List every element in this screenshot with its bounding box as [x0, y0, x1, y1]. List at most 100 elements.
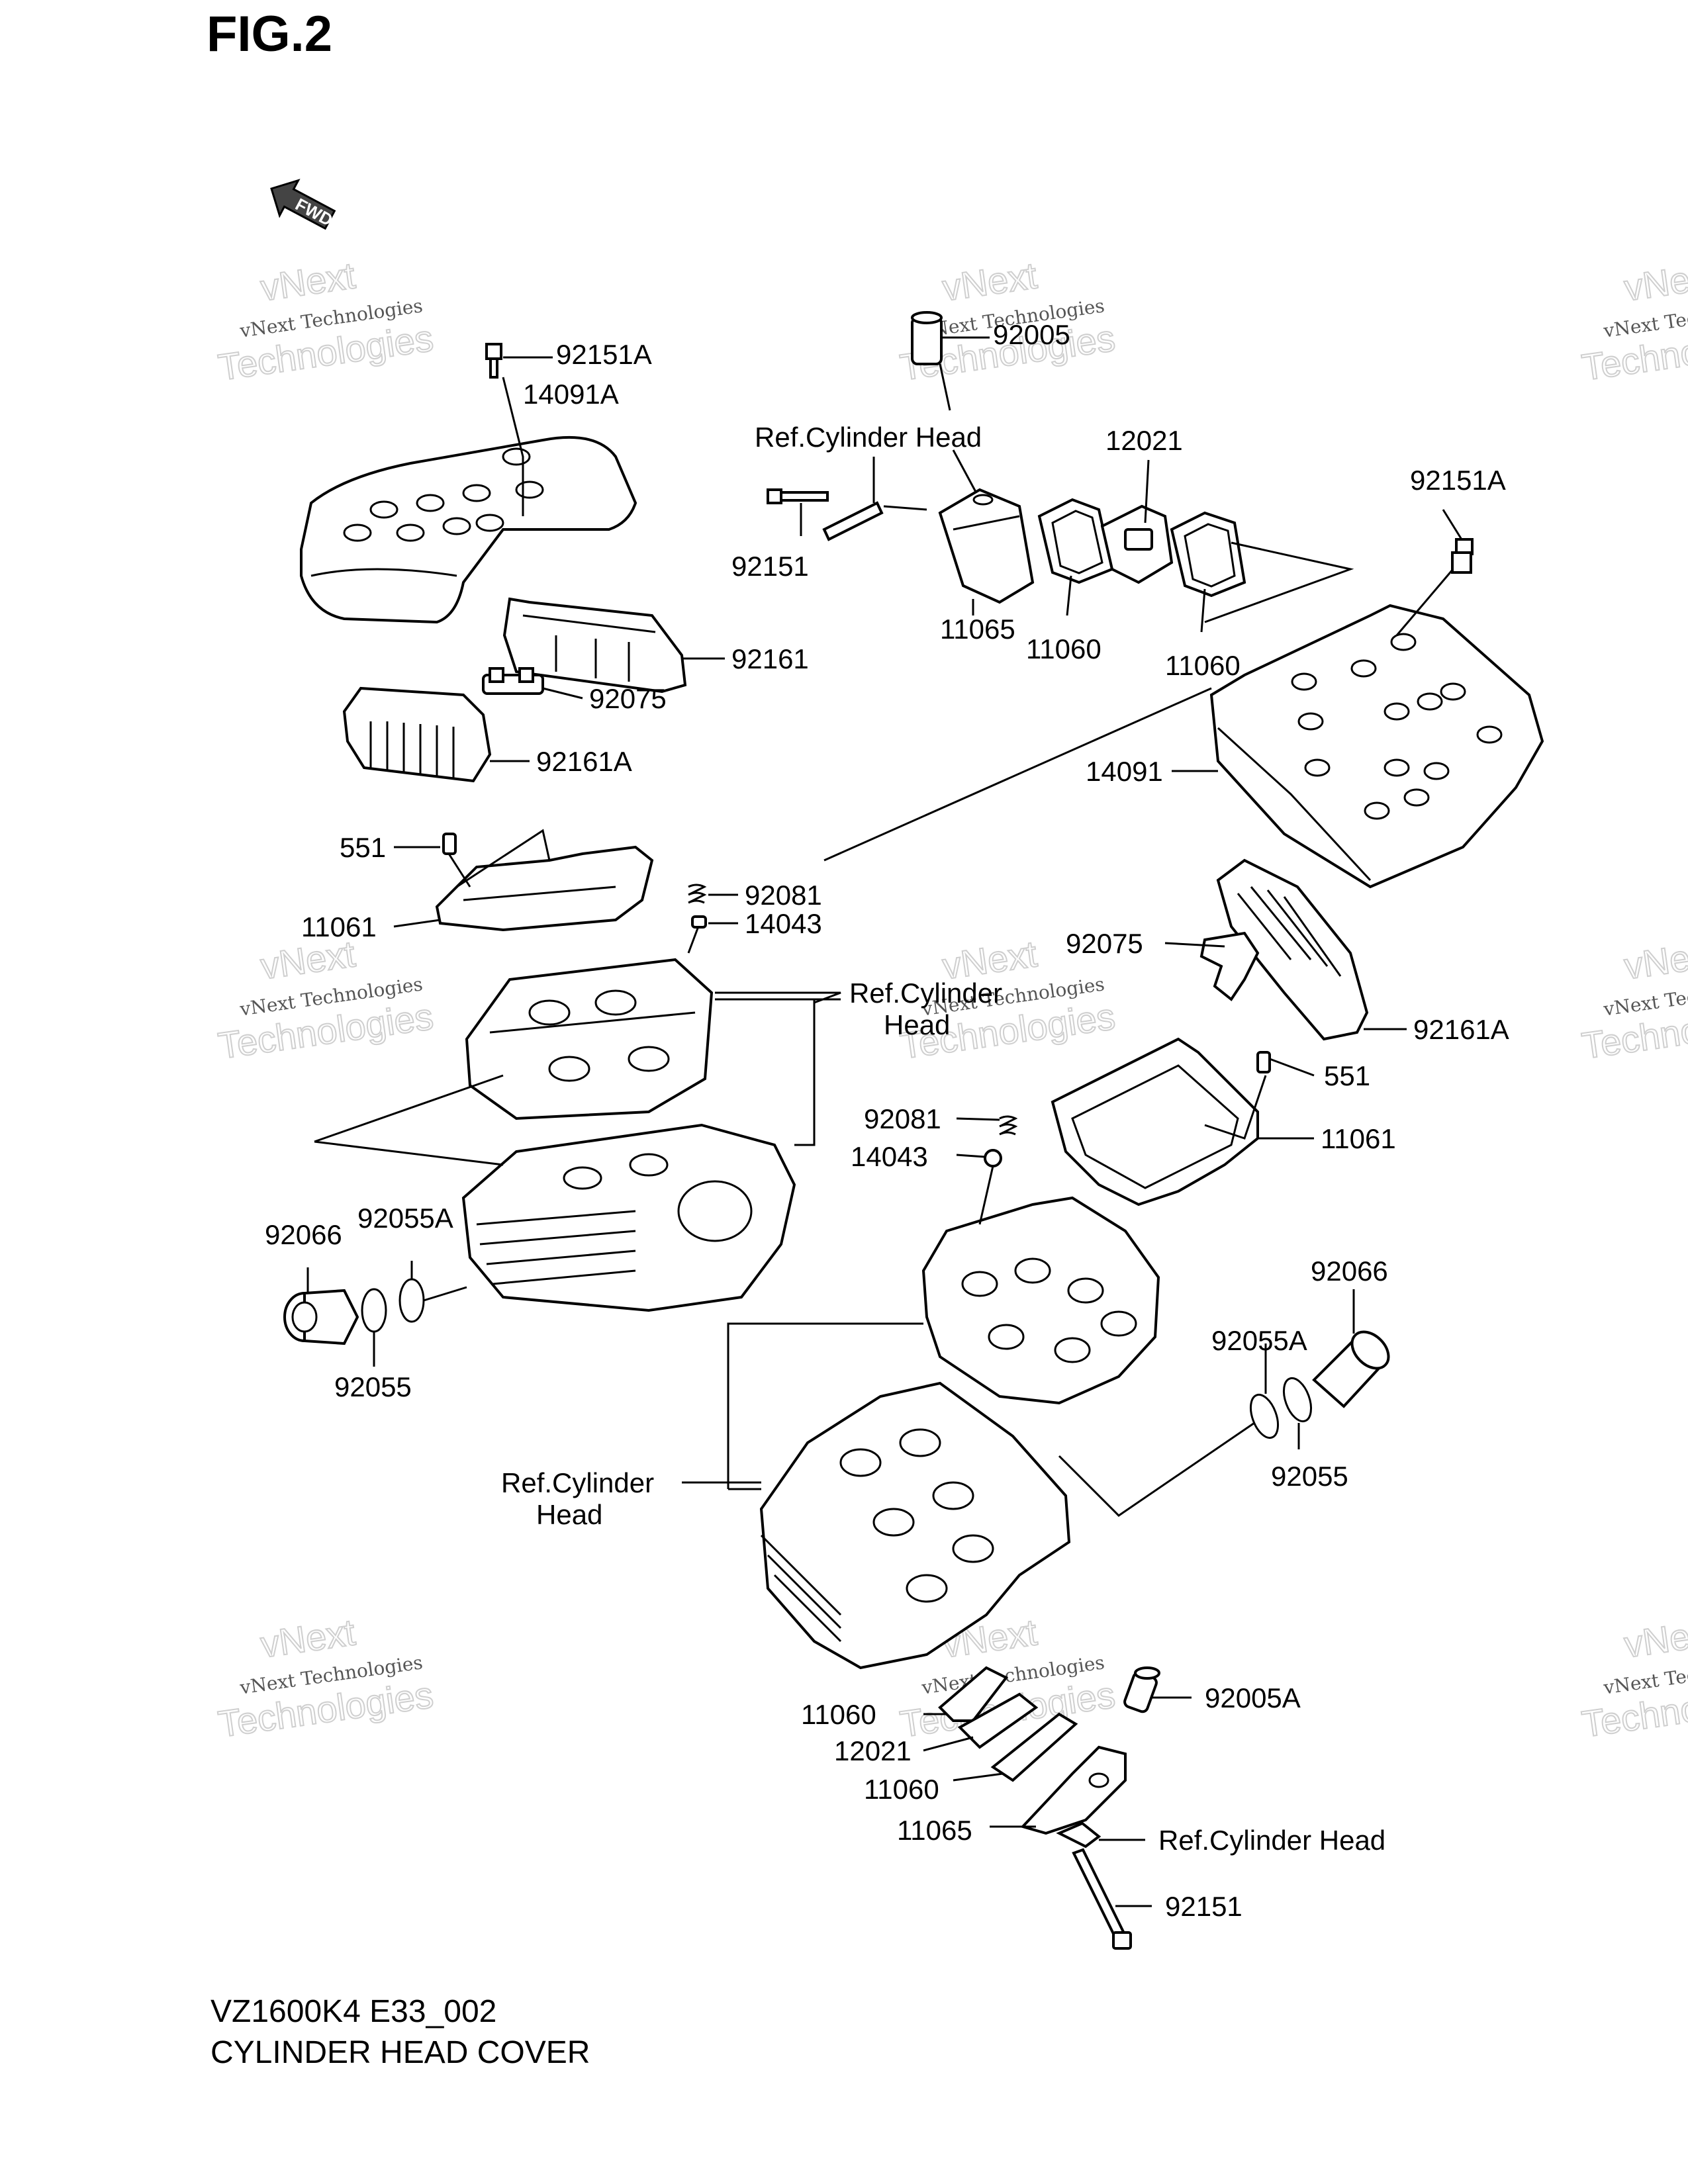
label-92066-right: 92066 — [1311, 1255, 1388, 1287]
label-92151A-right: 92151A — [1410, 465, 1506, 496]
label-92081-right: 92081 — [864, 1103, 941, 1134]
cylinder-head-right-upper — [921, 1196, 1160, 1405]
fwd-arrow-icon: FWD — [270, 179, 336, 230]
label-14043-right: 14043 — [851, 1141, 928, 1172]
label-11060-a: 11060 — [1026, 633, 1102, 664]
fitting-92066-left — [283, 1289, 359, 1345]
breather-92075-right — [1199, 931, 1260, 1001]
label-14043: 14043 — [745, 908, 822, 939]
dowel-92005-top — [911, 311, 943, 365]
gasket-11061-left — [435, 833, 654, 932]
label-12021-bottom: 12021 — [834, 1735, 912, 1766]
label-92081: 92081 — [745, 880, 822, 911]
gasket-11060-top-a — [1037, 498, 1114, 584]
label-551: 551 — [340, 832, 386, 863]
label-92161: 92161 — [731, 643, 809, 674]
dowel-551-left — [442, 833, 457, 855]
label-92075-right: 92075 — [1066, 928, 1143, 959]
label-92005: 92005 — [993, 319, 1070, 350]
watermark-brand: vNext — [1622, 1611, 1688, 1665]
housing-11065-top — [938, 488, 1035, 604]
pipe-upper — [822, 501, 884, 541]
label-ref-cylinder-mid-2: Head — [884, 1009, 950, 1040]
label-11060-d: 11060 — [864, 1774, 939, 1805]
spring-92081-right — [984, 1115, 1018, 1167]
label-92005A: 92005A — [1205, 1682, 1301, 1713]
watermark-6: vNext vNext Technologies Technologies — [1579, 932, 1688, 1067]
label-92151A: 92151A — [556, 339, 652, 370]
cylinder-head-left-upper — [465, 958, 714, 1120]
cap-14043-left — [691, 915, 707, 929]
label-92055-right: 92055 — [1271, 1461, 1348, 1492]
label-11060-c: 11060 — [801, 1699, 876, 1730]
label-92161A-right: 92161A — [1413, 1014, 1509, 1045]
label-92055: 92055 — [334, 1371, 412, 1402]
watermark-brand: vNext — [940, 254, 1040, 308]
label-14091A: 14091A — [523, 379, 619, 410]
dowel-551-right — [1256, 1051, 1271, 1073]
watermark-9: vNext vNext Technologies Technologies — [1579, 1610, 1688, 1745]
front-cover-14091 — [1209, 604, 1544, 889]
watermark-1: vNext vNext Technologies Technologies — [215, 253, 436, 388]
bolt-92151-bottom — [1072, 1848, 1132, 1950]
label-11065-bottom: 11065 — [897, 1815, 972, 1846]
dowel-92005A — [1123, 1666, 1160, 1713]
label-ref-cylinder-head-top: Ref.Cylinder Head — [755, 422, 982, 453]
label-92075: 92075 — [589, 683, 667, 714]
reed-12021-bottom — [957, 1692, 1039, 1749]
label-551-right: 551 — [1324, 1060, 1370, 1091]
cover-plate-92161 — [502, 597, 687, 694]
label-92055A: 92055A — [357, 1203, 453, 1234]
bolt-92151A-right — [1451, 538, 1474, 574]
label-92066: 92066 — [265, 1219, 342, 1250]
gasket-11060-bottom-b — [990, 1712, 1078, 1782]
footer-model-code: VZ1600K4 E33_002 — [211, 1994, 497, 2029]
leader-lines — [306, 336, 1463, 1907]
label-92151-bottom: 92151 — [1165, 1891, 1243, 1922]
label-ref-cylinder-head-bottom: Ref.Cylinder Head — [1158, 1825, 1385, 1856]
gasket-11061-right — [1051, 1037, 1259, 1206]
bolt-92151A-left — [485, 343, 502, 379]
watermark-7: vNext vNext Technologies Technologies — [215, 1610, 436, 1745]
watermark-3: vNext vNext Technologies Technologies — [1579, 253, 1688, 388]
oring-92055-left — [361, 1288, 387, 1333]
label-ref-cylinder-low-1: Ref.Cylinder — [501, 1467, 654, 1498]
label-11065: 11065 — [940, 614, 1015, 645]
watermark-brand: vNext — [258, 1611, 358, 1665]
reed-12021-top — [1100, 504, 1174, 584]
spring-92081-left — [688, 884, 707, 929]
watermark-brand: vNext — [1622, 254, 1688, 308]
fitting-92066-right — [1312, 1330, 1390, 1408]
label-92161A: 92161A — [536, 746, 632, 777]
label-92151: 92151 — [731, 551, 809, 582]
rear-cover-14091A — [300, 435, 637, 624]
cap-14043-right — [984, 1149, 1002, 1167]
label-12021: 12021 — [1105, 425, 1183, 456]
bolt-92151-upper — [767, 488, 829, 504]
label-11061: 11061 — [301, 911, 377, 942]
part-labels: 92151A 14091A 92005 Ref.Cylinder Head 12… — [265, 319, 1509, 1922]
breather-92075-left — [482, 667, 544, 695]
label-11061-right: 11061 — [1321, 1123, 1396, 1154]
label-92055A-right: 92055A — [1211, 1325, 1307, 1356]
cylinder-head-right-lower — [759, 1381, 1071, 1670]
oring-92055-right — [1282, 1377, 1313, 1423]
label-ref-cylinder-mid-1: Ref.Cylinder — [849, 978, 1002, 1009]
finned-cover-92161A-left — [342, 686, 492, 783]
footer-diagram-title: CYLINDER HEAD COVER — [211, 2035, 590, 2070]
gasket-11060-bottom-a — [938, 1666, 1009, 1722]
oring-92055A-left — [399, 1278, 425, 1323]
gasket-11060-top-b — [1170, 511, 1246, 598]
watermark-brand: vNext — [258, 254, 358, 308]
label-14091: 14091 — [1086, 756, 1163, 787]
watermark-brand: vNext — [1622, 933, 1688, 987]
watermark-4: vNext vNext Technologies Technologies — [215, 932, 436, 1067]
figure-title: FIG.2 — [207, 6, 333, 62]
housing-11065-bottom — [1020, 1745, 1127, 1848]
cylinder-head-left-lower — [461, 1123, 796, 1312]
label-11060-b: 11060 — [1165, 650, 1241, 681]
oring-92055A-right — [1249, 1393, 1280, 1439]
finned-cover-92161A-right — [1216, 858, 1369, 1041]
label-ref-cylinder-low-2: Head — [536, 1499, 602, 1530]
